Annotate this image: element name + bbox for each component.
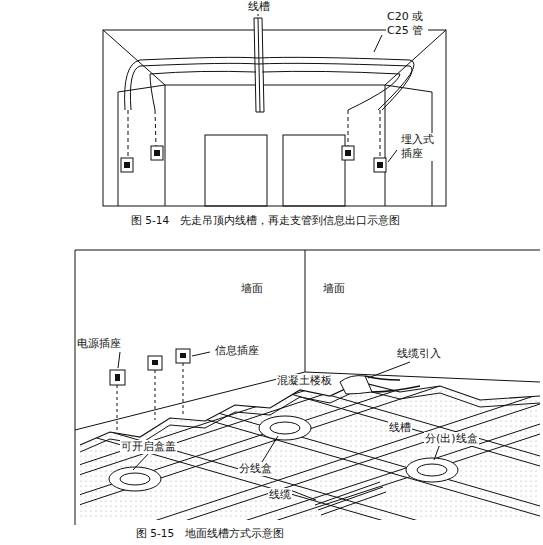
part-label: 线缆 bbox=[268, 488, 292, 502]
part-label: 电源插座 bbox=[76, 337, 122, 351]
part-label: 分(出)线盒 bbox=[424, 432, 479, 446]
figure-caption: 图 5-14 先走吊顶内线槽，再走支管到信息出口示意图 bbox=[130, 214, 401, 227]
part-label: 分线盒 bbox=[238, 462, 273, 476]
part-label: 信息插座 bbox=[214, 344, 260, 358]
part-label: 埋入式插座 bbox=[400, 133, 442, 161]
part-label: 线槽 bbox=[247, 0, 271, 14]
part-label: 线缆引入 bbox=[396, 347, 442, 361]
room-drawing bbox=[103, 14, 446, 206]
part-label: 墙面 bbox=[322, 282, 346, 296]
part-label: 墙面 bbox=[240, 282, 264, 296]
figure-caption: 图 5-15 地面线槽方式示意图 bbox=[135, 527, 285, 540]
part-label: 可开启盒盖 bbox=[120, 440, 177, 454]
part-label: C20 或 C25 管 bbox=[386, 10, 428, 38]
part-label: 线槽 bbox=[388, 421, 412, 435]
floor-drawing bbox=[0, 250, 540, 545]
part-label: 混凝土楼板 bbox=[276, 374, 333, 388]
